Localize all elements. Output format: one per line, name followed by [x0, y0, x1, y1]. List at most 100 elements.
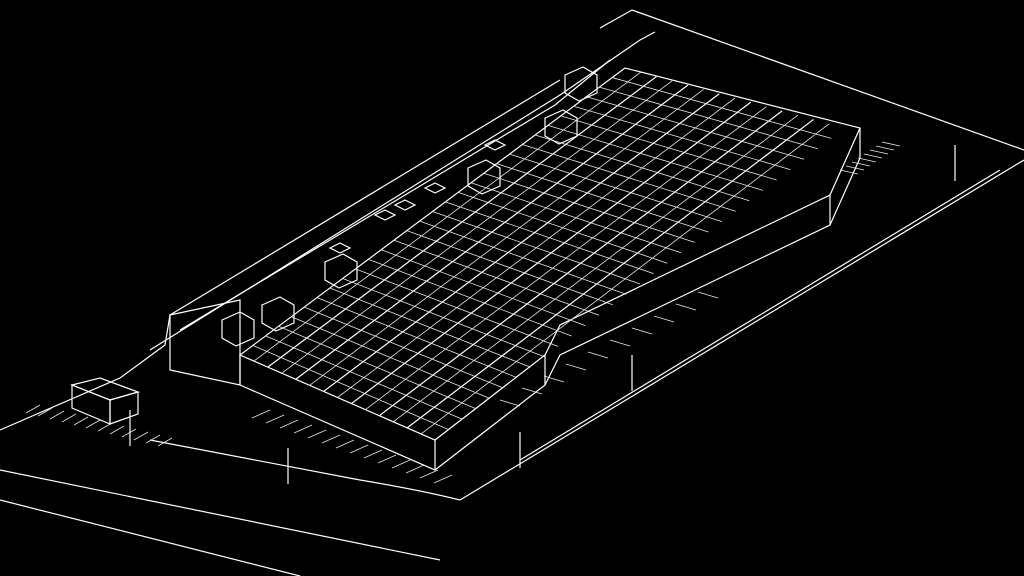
parking-stall-line — [499, 399, 521, 407]
roof-bay-line — [483, 172, 695, 243]
hvac-unit — [467, 159, 501, 195]
parking-stall-line — [869, 149, 889, 155]
parking-stall-line — [85, 419, 101, 429]
parking-stall-line — [363, 449, 383, 459]
parking-stall-line — [631, 327, 653, 335]
roof-bay-line — [316, 297, 518, 378]
parking-stall-line — [543, 375, 565, 383]
parking-stall-line — [521, 387, 543, 395]
perimeter-drive-inner — [179, 59, 611, 331]
road-edge-right — [459, 159, 1024, 501]
property-line-left — [0, 79, 561, 431]
parking-stall-line — [293, 424, 313, 434]
hvac-unit — [564, 66, 598, 102]
parking-stall-line — [49, 410, 65, 420]
parking-stall-line — [863, 153, 883, 159]
roof-bay-line — [573, 105, 791, 170]
parking-stall-line — [587, 351, 609, 359]
parking-stall-line — [265, 414, 285, 424]
road-edge-1 — [0, 469, 441, 561]
light-poles — [129, 145, 956, 484]
parking-stall-line — [419, 469, 439, 479]
roof-vent — [423, 182, 447, 194]
roof-bay-line — [393, 239, 600, 316]
parking-stall-line — [433, 474, 453, 484]
roof-vent — [483, 139, 507, 151]
parking-stall-line — [133, 431, 149, 441]
parking-stall-line — [251, 409, 271, 419]
parking-stall-line — [145, 434, 161, 444]
roof-bay-line — [342, 278, 545, 358]
roof-bay-line — [329, 287, 531, 368]
roof-bay-line — [252, 345, 449, 430]
roof-grid — [252, 71, 832, 435]
parking-stall-line — [37, 407, 53, 417]
roof-bay-line — [458, 191, 668, 264]
parking-stall-line — [157, 437, 173, 447]
parking-stall-line — [109, 425, 125, 435]
hvac-unit — [544, 109, 578, 145]
parking-stall-line — [377, 454, 397, 464]
site-boundary — [0, 9, 1024, 576]
parking-stall-line — [653, 315, 675, 323]
parking-stall-line — [279, 419, 299, 429]
roof-bay-line — [496, 163, 709, 233]
roof-bay-line — [522, 144, 736, 212]
roof-vent — [373, 209, 397, 221]
roof-bay-line — [612, 77, 832, 139]
parking-stall-line — [349, 444, 369, 454]
roof-bay-line — [586, 96, 805, 160]
roof-bay-line — [381, 249, 586, 326]
road-edge-2 — [0, 499, 301, 576]
roof-vent — [393, 199, 417, 211]
parking-stall-line — [405, 464, 425, 474]
roof-bay-line — [432, 211, 641, 285]
parking-stall-line — [857, 157, 877, 163]
roof-bay-line — [445, 201, 654, 274]
roof-vent — [328, 242, 352, 254]
roof-bay-line — [406, 230, 613, 306]
roof-bay-line — [560, 115, 777, 181]
parking-stall-line — [675, 303, 697, 311]
building — [169, 66, 861, 471]
roof-bay-line — [535, 134, 750, 202]
roof-bay-line — [547, 125, 764, 191]
roof-bay-line — [509, 153, 723, 222]
parking-stall-line — [839, 169, 859, 175]
parking-stall-line — [609, 339, 631, 347]
parking-stall-line — [391, 459, 411, 469]
guard-house — [70, 377, 140, 425]
roof-bay-line — [368, 258, 572, 337]
roof-bay-line — [355, 268, 559, 347]
drive-curve — [149, 439, 461, 501]
hvac-unit — [261, 296, 295, 332]
roof-bay-line — [278, 325, 477, 410]
roof-bay-line — [304, 306, 504, 389]
parking-stall-line — [697, 291, 719, 299]
roof-bay-line — [291, 316, 490, 399]
hvac-unit — [221, 311, 255, 347]
front-wall-base — [239, 128, 861, 471]
roof-bay-line — [265, 335, 463, 420]
hvac-unit — [324, 253, 358, 289]
rooftop-units — [221, 66, 598, 347]
roof-bay-line — [419, 220, 627, 295]
parking-stall-line — [335, 439, 355, 449]
parking-stall-line — [565, 363, 587, 371]
roof-outline — [238, 67, 861, 441]
roof-bay-line — [599, 86, 818, 150]
guard-house-side — [109, 391, 139, 425]
parking-lot — [25, 141, 901, 484]
parking-stall-line — [61, 413, 77, 423]
parking-stall-line — [881, 141, 901, 147]
parking-stall-line — [307, 429, 327, 439]
parking-stall-line — [875, 145, 895, 151]
parking-stall-line — [73, 416, 89, 426]
roof-bay-line — [470, 182, 682, 254]
parking-stall-line — [851, 161, 871, 167]
parking-stall-line — [121, 428, 137, 438]
parking-stall-line — [321, 434, 341, 444]
road-edge-right-inner — [519, 169, 1001, 461]
property-line-top — [599, 9, 1024, 151]
